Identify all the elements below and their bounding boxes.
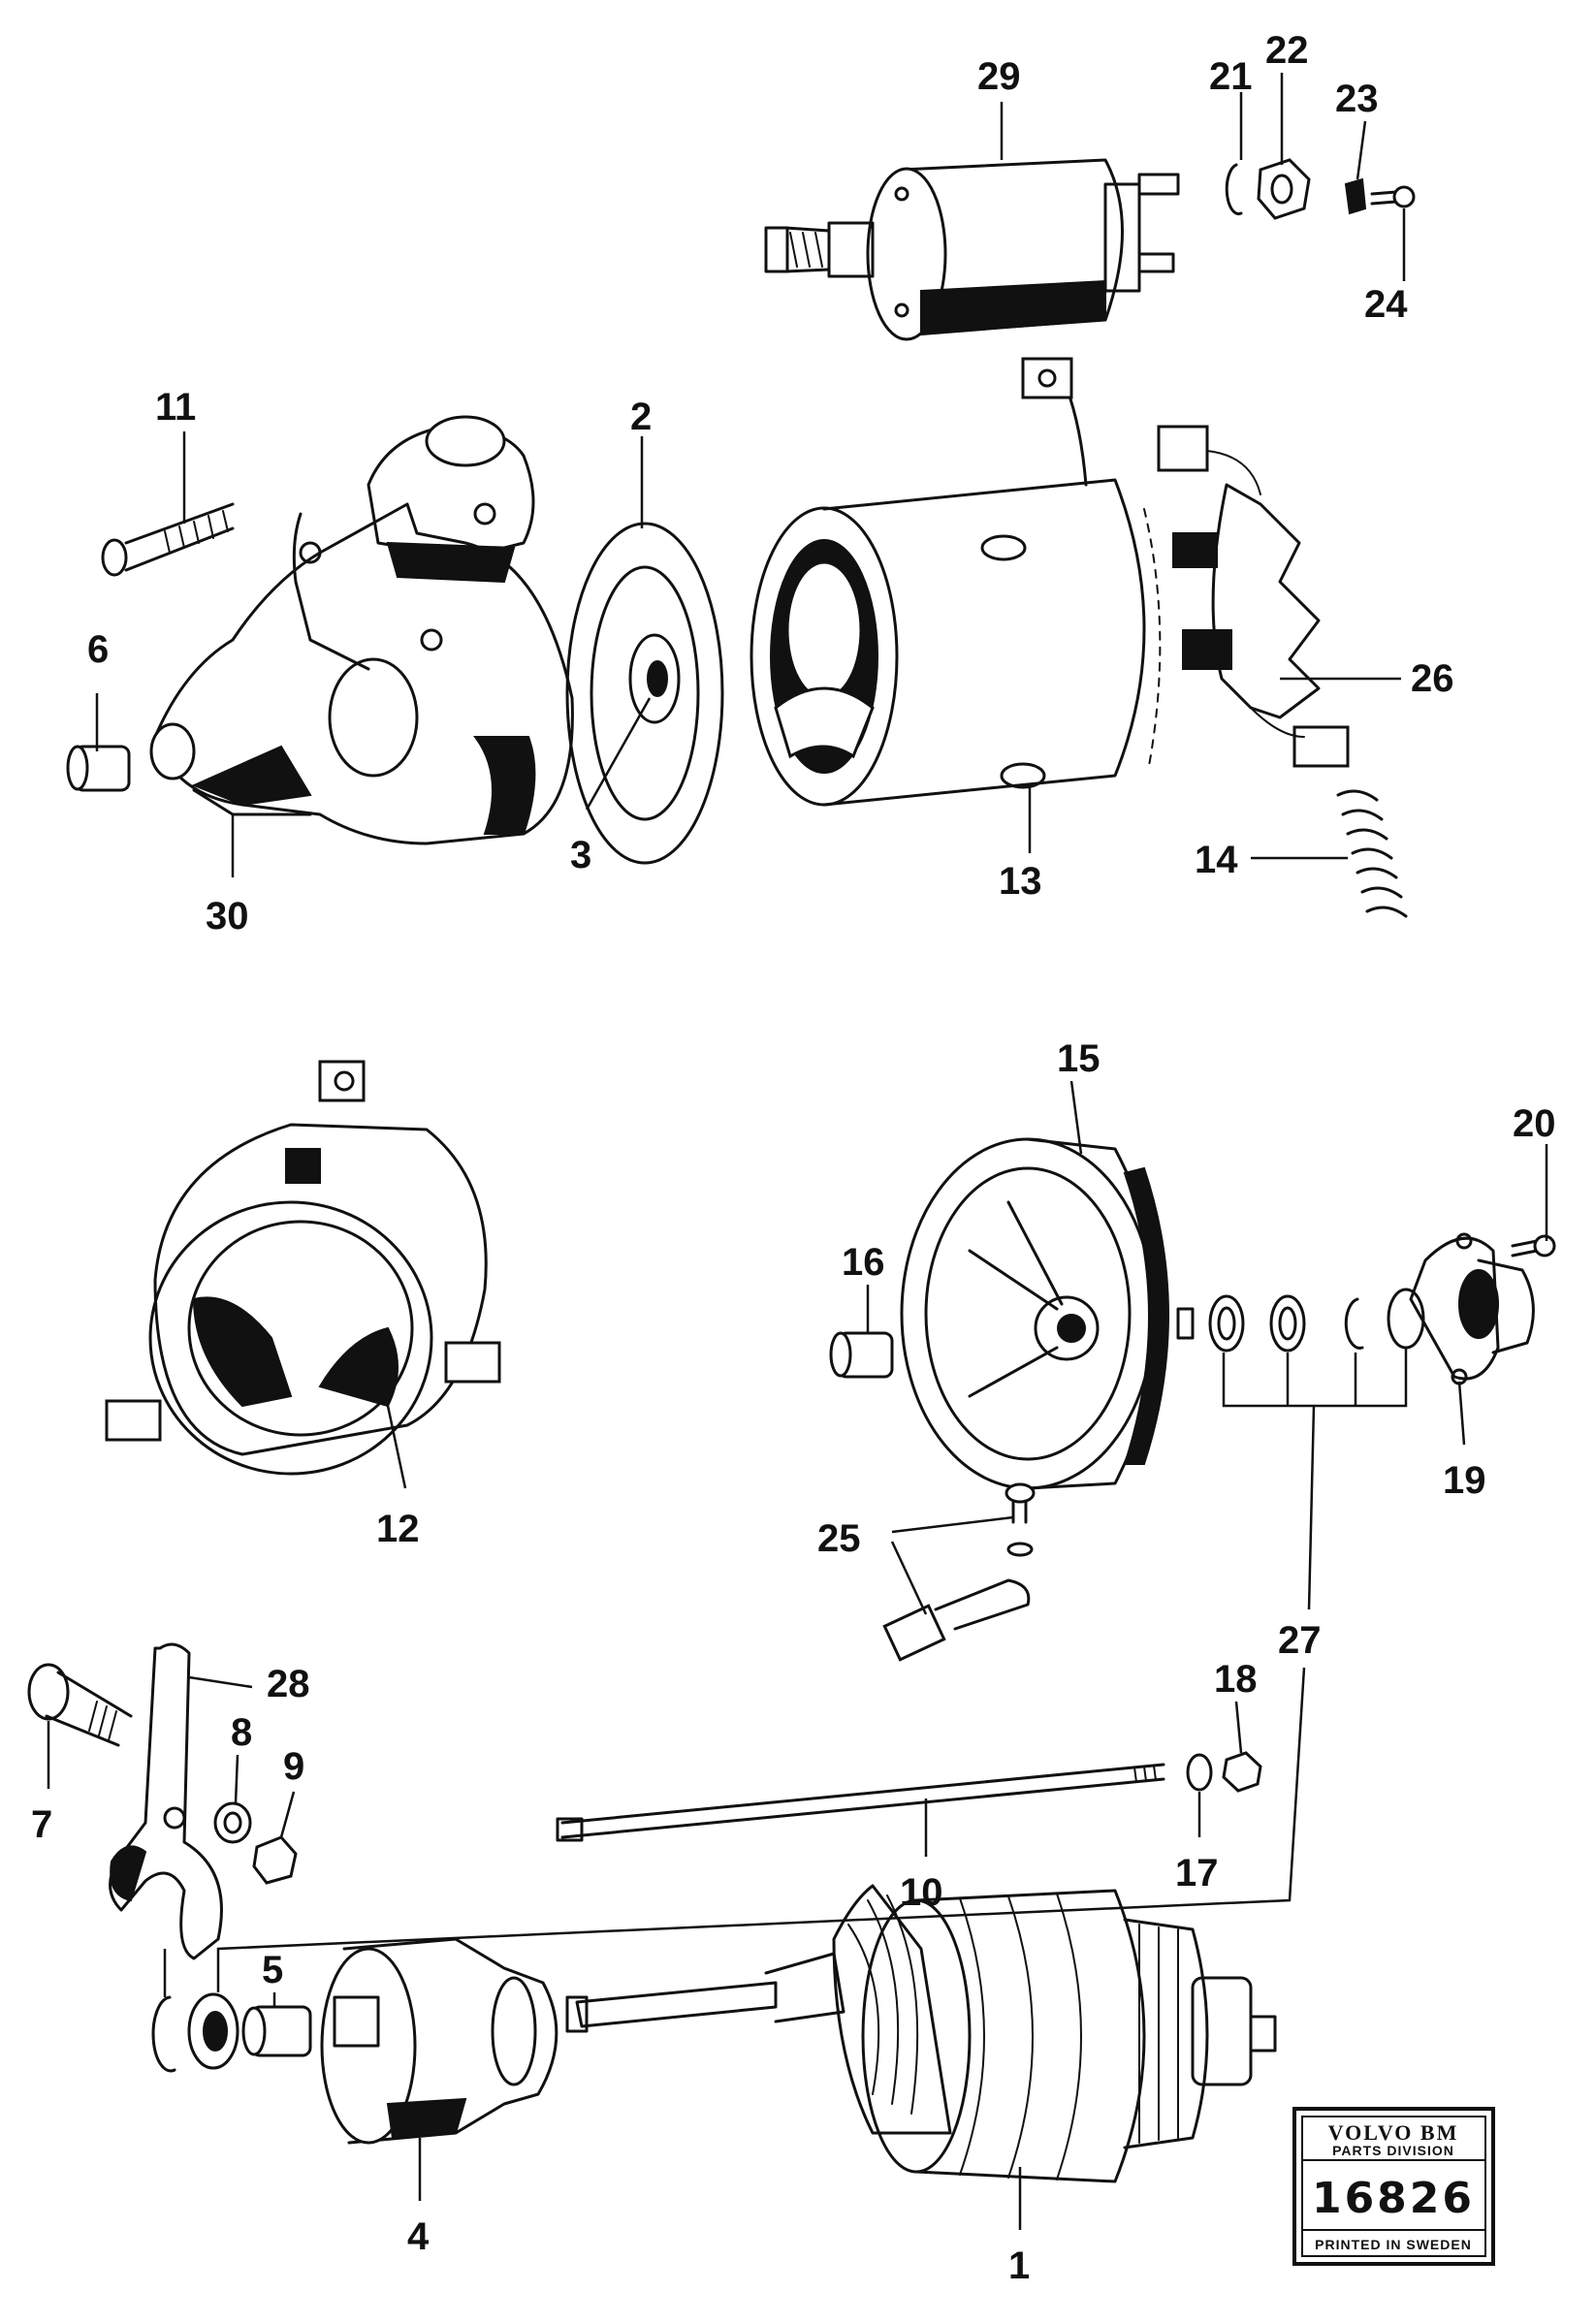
brush-ring-assembly-part-12 [105,1060,501,1476]
label-part-13: 13 [999,860,1042,903]
washer-part-23 [1344,177,1367,215]
label-part-26: 26 [1411,657,1454,700]
bushing-part-6 [66,745,131,792]
nut-part-9 [252,1835,298,1885]
nut-part-18 [1222,1751,1262,1793]
pinion-drive-part-4 [320,1937,558,2145]
label-part-22: 22 [1265,29,1309,72]
armature-part-1 [565,1884,1277,2183]
stamp-brand: VOLVO BM [1328,2120,1459,2145]
label-part-16: 16 [842,1241,885,1284]
drive-end-housing-part-30 [149,415,574,845]
label-part-5: 5 [262,1949,283,1991]
label-part-17: 17 [1175,1852,1219,1894]
label-part-14: 14 [1195,839,1238,881]
bushing-part-16 [829,1331,894,1379]
field-frame-part-13 [750,357,1162,807]
label-part-6: 6 [87,628,109,671]
label-part-3: 3 [570,834,591,876]
label-part-10: 10 [900,1871,943,1914]
washer-part-17 [1186,1753,1213,1792]
label-part-25: 25 [817,1517,861,1560]
retaining-ring-part-21 [1225,163,1243,216]
label-part-21: 21 [1209,55,1253,98]
label-part-2: 2 [630,396,652,438]
label-part-11: 11 [155,386,196,429]
end-shield-part-15 [900,1137,1195,1490]
end-cover-part-19 [1409,1232,1535,1385]
label-part-12: 12 [376,1508,420,1550]
label-part-29: 29 [977,55,1021,98]
solenoid-part-29 [764,158,1180,341]
stamp-printed: PRINTED IN SWEDEN [1315,2237,1472,2252]
stamp-number: 16826 [1312,2174,1475,2223]
shim-set-part-27 [1208,1288,1425,1353]
shift-lever-part-28 [109,1642,223,1960]
label-part-28: 28 [267,1663,310,1705]
label-part-27: 27 [1278,1619,1322,1662]
bushing-part-5 [241,2005,312,2057]
label-part-24: 24 [1364,283,1408,326]
label-part-18: 18 [1214,1658,1258,1701]
bolt-part-7 [27,1663,133,1747]
label-part-1: 1 [1008,2244,1030,2287]
parts-division-stamp: VOLVO BM PARTS DIVISION 16826 PRINTED IN… [1292,2107,1495,2266]
label-part-15: 15 [1057,1037,1101,1080]
brush-and-screw-part-25 [882,1482,1036,1662]
label-part-7: 7 [31,1803,52,1846]
retaining-ring-bottom [151,1995,176,2073]
label-part-20: 20 [1513,1102,1556,1145]
spring-part-14 [1336,789,1408,918]
leader-lines [47,73,1548,2230]
screw-part-24 [1370,185,1416,208]
label-part-23: 23 [1335,78,1379,120]
nut-part-22 [1257,158,1311,220]
stop-ring-bottom [187,1992,239,2070]
label-part-8: 8 [231,1711,252,1754]
washer-part-8 [213,1801,252,1844]
label-part-9: 9 [283,1745,304,1788]
screw-part-20 [1511,1234,1556,1258]
label-part-4: 4 [407,2215,430,2258]
intermediate-plate-part-2 [565,522,724,865]
label-part-30: 30 [206,895,249,938]
label-part-19: 19 [1443,1459,1486,1502]
part-labels: 29 21 22 23 24 11 2 6 26 3 13 14 30 15 2… [31,29,1556,2287]
screw-part-11 [101,502,235,577]
stamp-division: PARTS DIVISION [1332,2143,1454,2158]
brush-holder-part-26 [1157,425,1350,768]
through-bolt-part-10 [556,1763,1165,1842]
